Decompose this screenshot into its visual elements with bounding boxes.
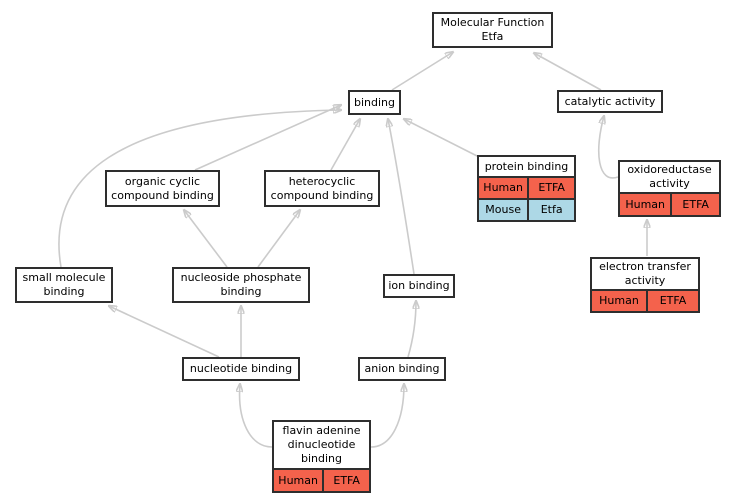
gene-cell-etfa-human[interactable]: ETFA — [527, 178, 574, 198]
species-cell-human[interactable]: Human — [620, 194, 671, 215]
node-organic-cyclic-compound-binding[interactable]: organic cyclic compound binding — [105, 170, 220, 207]
node-binding[interactable]: binding — [348, 90, 401, 115]
annotation-row-human: Human ETFA — [274, 468, 369, 491]
node-oxidoreductase-label: oxidoreductase activity — [627, 163, 712, 190]
node-catalytic-activity[interactable]: catalytic activity — [557, 90, 663, 113]
species-cell-human[interactable]: Human — [592, 291, 646, 311]
annotation-row-human: Human ETFA — [479, 176, 574, 198]
species-cell-human[interactable]: Human — [479, 178, 528, 198]
node-heterocyclic-compound-binding[interactable]: heterocyclic compound binding — [264, 170, 380, 207]
edge-catalytic-to-molecular-function — [534, 53, 602, 91]
edge-nucleoside-phosphate-to-heterocyclic — [257, 210, 300, 268]
edge-protein-binding-to-binding — [404, 119, 482, 159]
edge-heterocyclic-to-binding — [330, 119, 360, 171]
edge-small-molecule-to-binding — [58, 110, 341, 268]
node-electron-transfer-label: electron transfer activity — [599, 260, 691, 287]
edge-fad-to-anion — [370, 384, 404, 448]
edge-organic-cyclic-to-binding — [194, 105, 341, 171]
node-small-molecule-binding[interactable]: small molecule binding — [15, 267, 113, 303]
edge-nucleotide-to-small-molecule — [109, 306, 220, 358]
edge-binding-to-molecular-function — [391, 52, 453, 91]
node-fad-binding-label: flavin adenine dinucleotide binding — [282, 424, 361, 465]
edge-fad-to-nucleotide — [240, 384, 273, 448]
node-protein-binding-label: protein binding — [484, 159, 569, 173]
gene-cell-etfa-human[interactable]: ETFA — [322, 470, 369, 491]
node-oxidoreductase-activity[interactable]: oxidoreductase activity Human ETFA — [618, 160, 721, 217]
edge-anion-to-ion-binding — [407, 301, 416, 358]
node-nucleotide-binding[interactable]: nucleotide binding — [182, 357, 300, 381]
species-cell-human[interactable]: Human — [274, 470, 323, 491]
gene-cell-etfa-human[interactable]: ETFA — [670, 194, 719, 215]
node-ion-binding[interactable]: ion binding — [383, 274, 455, 298]
node-nucleoside-phosphate-binding[interactable]: nucleoside phosphate binding — [172, 267, 310, 303]
edge-nucleoside-phosphate-to-organic-cyclic — [184, 210, 228, 268]
gene-cell-etfa-human[interactable]: ETFA — [646, 291, 698, 311]
node-flavin-adenine-dinucleotide-binding[interactable]: flavin adenine dinucleotide binding Huma… — [272, 420, 371, 493]
node-protein-binding[interactable]: protein binding Human ETFA Mouse Etfa — [477, 155, 576, 222]
annotation-row-mouse: Mouse Etfa — [479, 198, 574, 220]
node-electron-transfer-activity[interactable]: electron transfer activity Human ETFA — [590, 257, 700, 313]
annotation-row-human: Human ETFA — [620, 192, 719, 215]
edge-ion-binding-to-binding — [388, 119, 415, 275]
edge-oxidoreductase-to-catalytic — [598, 116, 619, 179]
node-molecular-function-root[interactable]: Molecular Function Etfa — [432, 12, 553, 48]
node-anion-binding[interactable]: anion binding — [358, 357, 446, 381]
species-cell-mouse[interactable]: Mouse — [479, 200, 528, 220]
annotation-row-human: Human ETFA — [592, 289, 698, 311]
gene-cell-etfa-mouse[interactable]: Etfa — [527, 200, 574, 220]
